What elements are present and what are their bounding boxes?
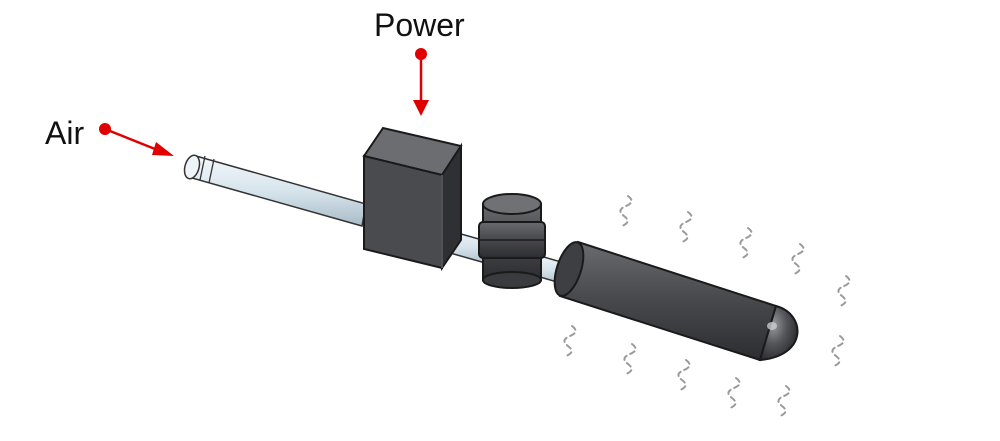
power-arrow (413, 48, 429, 116)
heater-tip (758, 304, 799, 362)
heat-line (831, 335, 845, 367)
heat-line (679, 211, 693, 243)
power-box-front (363, 154, 443, 270)
air-label: Air (45, 115, 84, 151)
arrow-right-down-icon (104, 127, 161, 153)
heat-line (739, 227, 753, 259)
heater-cylinder (553, 240, 799, 362)
air-arrow-head (152, 142, 174, 156)
power-label: Power (374, 7, 465, 43)
inlet-nozzle (183, 154, 201, 180)
power-box (362, 126, 463, 272)
heat-line (727, 377, 741, 409)
air-arrow (99, 123, 174, 156)
heat-line (623, 343, 637, 375)
heat-line (777, 385, 791, 417)
heat-line (619, 195, 633, 227)
heat-lines (563, 195, 851, 417)
inlet-tube (183, 154, 367, 227)
sensor-knob (478, 193, 546, 289)
heat-line (791, 243, 805, 275)
heat-line (837, 275, 851, 307)
power-arrow-head (413, 100, 429, 116)
heat-line (677, 359, 691, 391)
heat-line (563, 325, 577, 357)
sensor-knob-top (482, 193, 542, 215)
